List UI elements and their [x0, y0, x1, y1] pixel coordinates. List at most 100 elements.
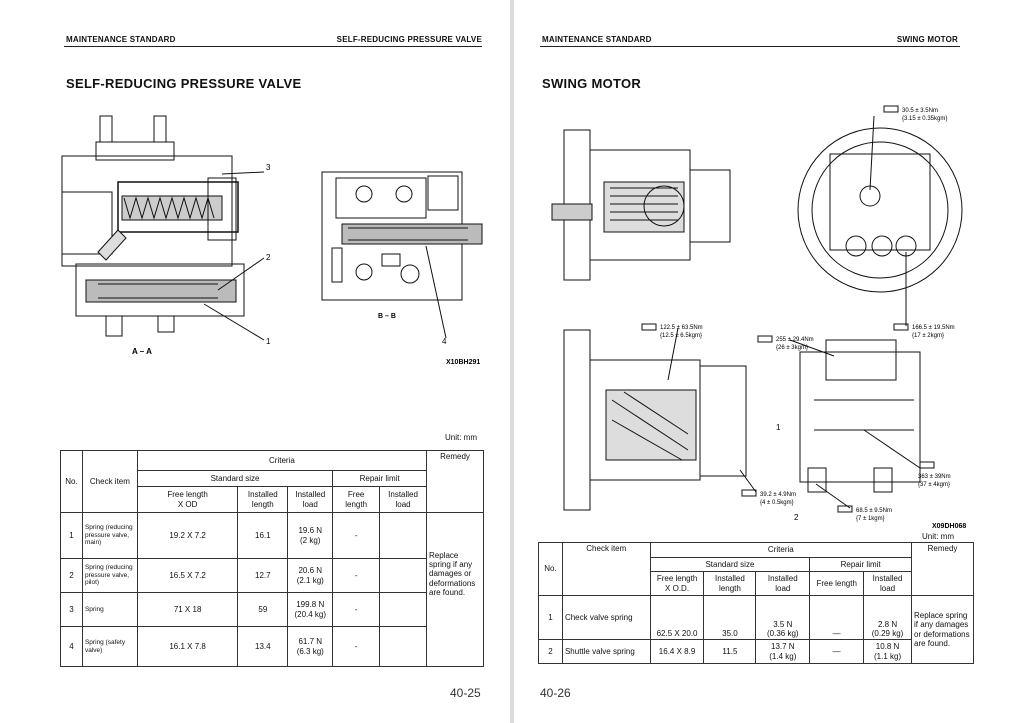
th-installed-load-limit: Installed load — [379, 486, 428, 513]
row-no: 2 — [60, 558, 83, 593]
row-no: 4 — [60, 626, 83, 667]
row-free-length: 16.5 X 7.2 — [136, 558, 239, 593]
page-number: 40-26 — [540, 686, 571, 700]
th-criteria: Criteria — [136, 450, 428, 471]
row-free-length: 16.1 X 7.8 — [136, 626, 239, 667]
row-installed-load: 61.7 N (6.3 kg) — [287, 626, 334, 667]
unit-label: Unit: mm — [922, 532, 954, 541]
row-repair-load — [379, 592, 428, 627]
header-left: MAINTENANCE STANDARD — [542, 35, 652, 44]
callout-1: 1 — [776, 423, 781, 432]
row-repair-load: 10.8 N (1.1 kg) — [863, 639, 913, 664]
row-item: Spring (reducing pressure valve, pilot) — [81, 558, 138, 593]
row-installed-load: 199.8 N (20.4 kg) — [287, 592, 334, 627]
row-installed-length: 59 — [237, 592, 289, 627]
row-installed-length: 12.7 — [237, 558, 289, 593]
section-aa-drawing: 3 2 1 A – A — [61, 115, 271, 356]
row-item: Spring (reducing pressure valve, main) — [81, 512, 138, 559]
row-repair-free: — — [809, 639, 865, 664]
right-page: MAINTENANCE STANDARD SWING MOTOR SWING M… — [514, 0, 1024, 723]
th-installed-length: Installed length — [703, 571, 757, 596]
torque-2b: {17 ± 2kgm} — [912, 333, 944, 339]
row-repair-free: - — [332, 592, 381, 627]
figure-code: X10BH291 — [446, 359, 480, 366]
th-repair-limit: Repair limit — [332, 470, 428, 487]
row-installed-load: 20.6 N (2.1 kg) — [287, 558, 334, 593]
torque-7a: 68.5 ± 9.5Nm — [856, 508, 892, 514]
th-installed-load: Installed load — [287, 486, 334, 513]
header-rule — [64, 46, 482, 47]
header-right: SWING MOTOR — [896, 35, 958, 44]
row-installed-load: 13.7 N (1.4 kg) — [755, 639, 811, 664]
torque-6a: 39.2 ± 4.9Nm — [760, 492, 796, 498]
torque-4b: {26 ± 3kgm} — [776, 345, 808, 351]
row-installed-load: 19.6 N (2 kg) — [287, 512, 334, 559]
th-standard-size: Standard size — [649, 557, 811, 572]
th-remedy: Remedy — [911, 542, 974, 596]
row-repair-load — [379, 558, 428, 593]
row-item: Spring — [81, 592, 138, 627]
callout-2: 2 — [794, 513, 799, 522]
th-no: No. — [538, 542, 563, 596]
row-installed-length: 16.1 — [237, 512, 289, 559]
torque-5a: 363 ± 39Nm — [918, 474, 951, 480]
figure-code: X09DH068 — [932, 523, 966, 530]
torque-7b: {7 ± 1kgm} — [856, 516, 885, 522]
th-standard-size: Standard size — [136, 470, 334, 487]
row-repair-free: - — [332, 558, 381, 593]
header-right: SELF-REDUCING PRESSURE VALVE — [336, 35, 482, 44]
remedy-text: Replace spring if any damages or deforma… — [426, 512, 484, 667]
row-installed-length: 11.5 — [703, 639, 757, 664]
row-no: 1 — [538, 595, 563, 640]
table-row: 2 Shuttle valve spring 16.4 X 8.9 11.5 1… — [538, 639, 974, 664]
criteria-table: No. Check item Criteria Remedy Standard … — [538, 542, 974, 664]
row-free-length: 16.4 X 8.9 — [649, 639, 705, 664]
section-aa-label: A – A — [132, 347, 152, 356]
th-remedy: Remedy — [426, 450, 484, 513]
row-free-length: 71 X 18 — [136, 592, 239, 627]
row-item: Spring (safety valve) — [81, 626, 138, 667]
row-free-length: 19.2 X 7.2 — [136, 512, 239, 559]
section-bb-drawing: B – B 4 X10BH291 — [321, 171, 483, 366]
row-installed-length: 13.4 — [237, 626, 289, 667]
remedy-text: Replace spring if any damages or deforma… — [911, 595, 974, 664]
callout-4: 4 — [442, 337, 447, 346]
row-free-length: 62.5 X 20.0 — [649, 595, 705, 640]
callout-1: 1 — [266, 337, 271, 346]
th-installed-load-limit: Installed load — [863, 571, 913, 596]
row-installed-length: 35.0 — [703, 595, 757, 640]
torque-5b: {37 ± 4kgm} — [918, 482, 950, 488]
row-repair-load — [379, 512, 428, 559]
row-no: 2 — [538, 639, 563, 664]
th-check-item: Check item — [81, 450, 138, 513]
th-free-length-od: Free length X OD — [136, 486, 239, 513]
row-installed-load: 3.5 N (0.36 kg) — [755, 595, 811, 640]
torque-1a: 30.5 ± 3.5Nm — [902, 108, 938, 114]
section-bb-label: B – B — [378, 313, 396, 320]
row-repair-load: 2.8 N (0.29 kg) — [863, 595, 913, 640]
row-repair-free: - — [332, 512, 381, 559]
table-row: 2 Spring (reducing pressure valve, pilot… — [60, 558, 484, 593]
page-title: SWING MOTOR — [542, 76, 642, 91]
th-installed-length: Installed length — [237, 486, 289, 513]
table-row: 3 Spring 71 X 18 59 199.8 N (20.4 kg) - — [60, 592, 484, 627]
torque-4a: 255 ± 29.4Nm — [776, 337, 814, 343]
callout-2: 2 — [266, 253, 271, 262]
row-item: Check valve spring — [561, 595, 651, 640]
row-repair-free: - — [332, 626, 381, 667]
unit-label: Unit: mm — [445, 433, 477, 442]
th-installed-load: Installed load — [755, 571, 811, 596]
swing-motor-drawing: 30.5 ± 3.5Nm {3.15 ± 0.35kgm} 166.5 ± 19… — [551, 105, 966, 530]
criteria-table: No. Check item Criteria Remedy Standard … — [60, 450, 484, 667]
row-repair-load — [379, 626, 428, 667]
th-free-length-od: Free length X O.D. — [649, 571, 705, 596]
th-criteria: Criteria — [649, 542, 913, 558]
torque-6b: {4 ± 0.5kgm} — [760, 500, 794, 506]
left-page: MAINTENANCE STANDARD SELF-REDUCING PRESS… — [0, 0, 510, 723]
torque-3a: 122.5 ± 63.5Nm — [660, 325, 703, 331]
table-row: 1 Spring (reducing pressure valve, main)… — [60, 512, 484, 667]
th-free-length: Free length — [809, 571, 865, 596]
table-row: 1 Check valve spring 62.5 X 20.0 35.0 3.… — [538, 595, 974, 664]
row-repair-free: — — [809, 595, 865, 640]
header-left: MAINTENANCE STANDARD — [66, 35, 176, 44]
